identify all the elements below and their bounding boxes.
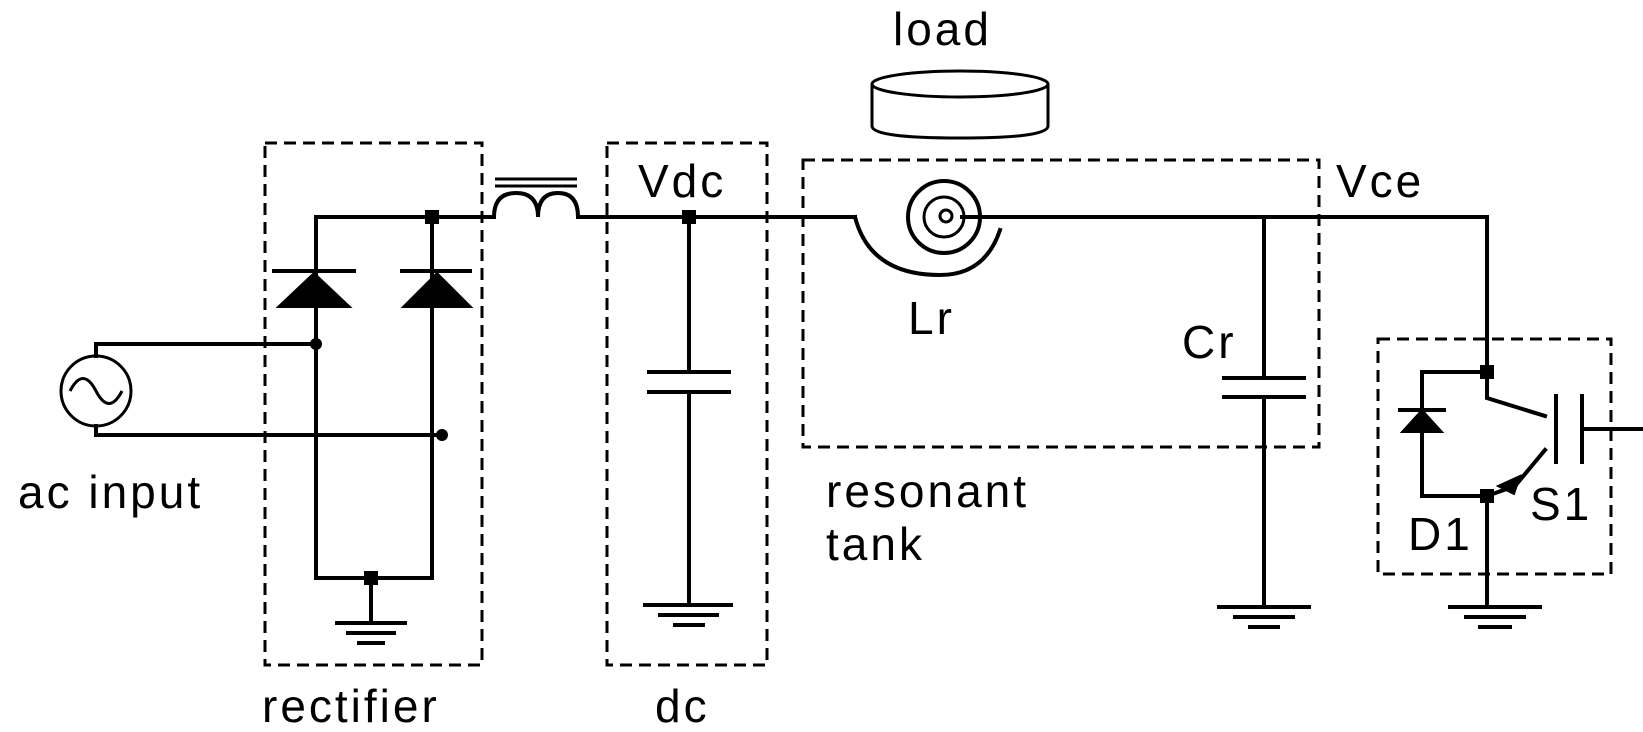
diode-icon <box>400 269 474 308</box>
lr-label: Lr <box>908 292 955 344</box>
junction-dot <box>310 338 322 350</box>
ac-input-label: ac input <box>18 466 203 518</box>
cr-label: Cr <box>1182 316 1237 368</box>
rectifier-label: rectifier <box>262 680 440 732</box>
coil-to-vce-wire <box>960 215 1489 374</box>
resonant-tank-box <box>801 158 1321 449</box>
induction-coil-icon <box>852 179 1003 278</box>
ground-icon <box>335 621 407 645</box>
ac-top-wire <box>94 342 318 358</box>
ac-bottom-wire <box>94 424 444 437</box>
capacitor-icon <box>1222 376 1306 399</box>
capacitor-icon <box>647 370 731 394</box>
load-label: load <box>893 3 992 55</box>
bridge-left-leg <box>314 215 434 580</box>
load-pan-icon <box>870 69 1050 140</box>
switch-box <box>1376 337 1613 576</box>
diode-icon <box>272 269 356 308</box>
ground-icon <box>1448 605 1542 629</box>
diode-icon <box>1398 408 1446 433</box>
s1-label: S1 <box>1530 478 1592 530</box>
ac-source-icon <box>59 354 133 428</box>
ground-icon <box>643 603 733 627</box>
ground-icon <box>1217 605 1311 629</box>
resonant-tank-label-line2: tank <box>826 518 925 570</box>
junction-dot <box>436 429 448 441</box>
igbt-switch-icon <box>1484 370 1643 499</box>
dc-box <box>605 141 769 667</box>
rectifier-box <box>263 141 484 667</box>
inductor-icon <box>491 177 581 220</box>
vdc-label: Vdc <box>638 155 726 207</box>
vce-label: Vce <box>1336 155 1424 207</box>
resonant-tank-label-line1: resonant <box>826 465 1029 517</box>
dc-label: dc <box>655 680 710 732</box>
d1-label: D1 <box>1408 508 1473 560</box>
d1-wire <box>1420 370 1489 498</box>
